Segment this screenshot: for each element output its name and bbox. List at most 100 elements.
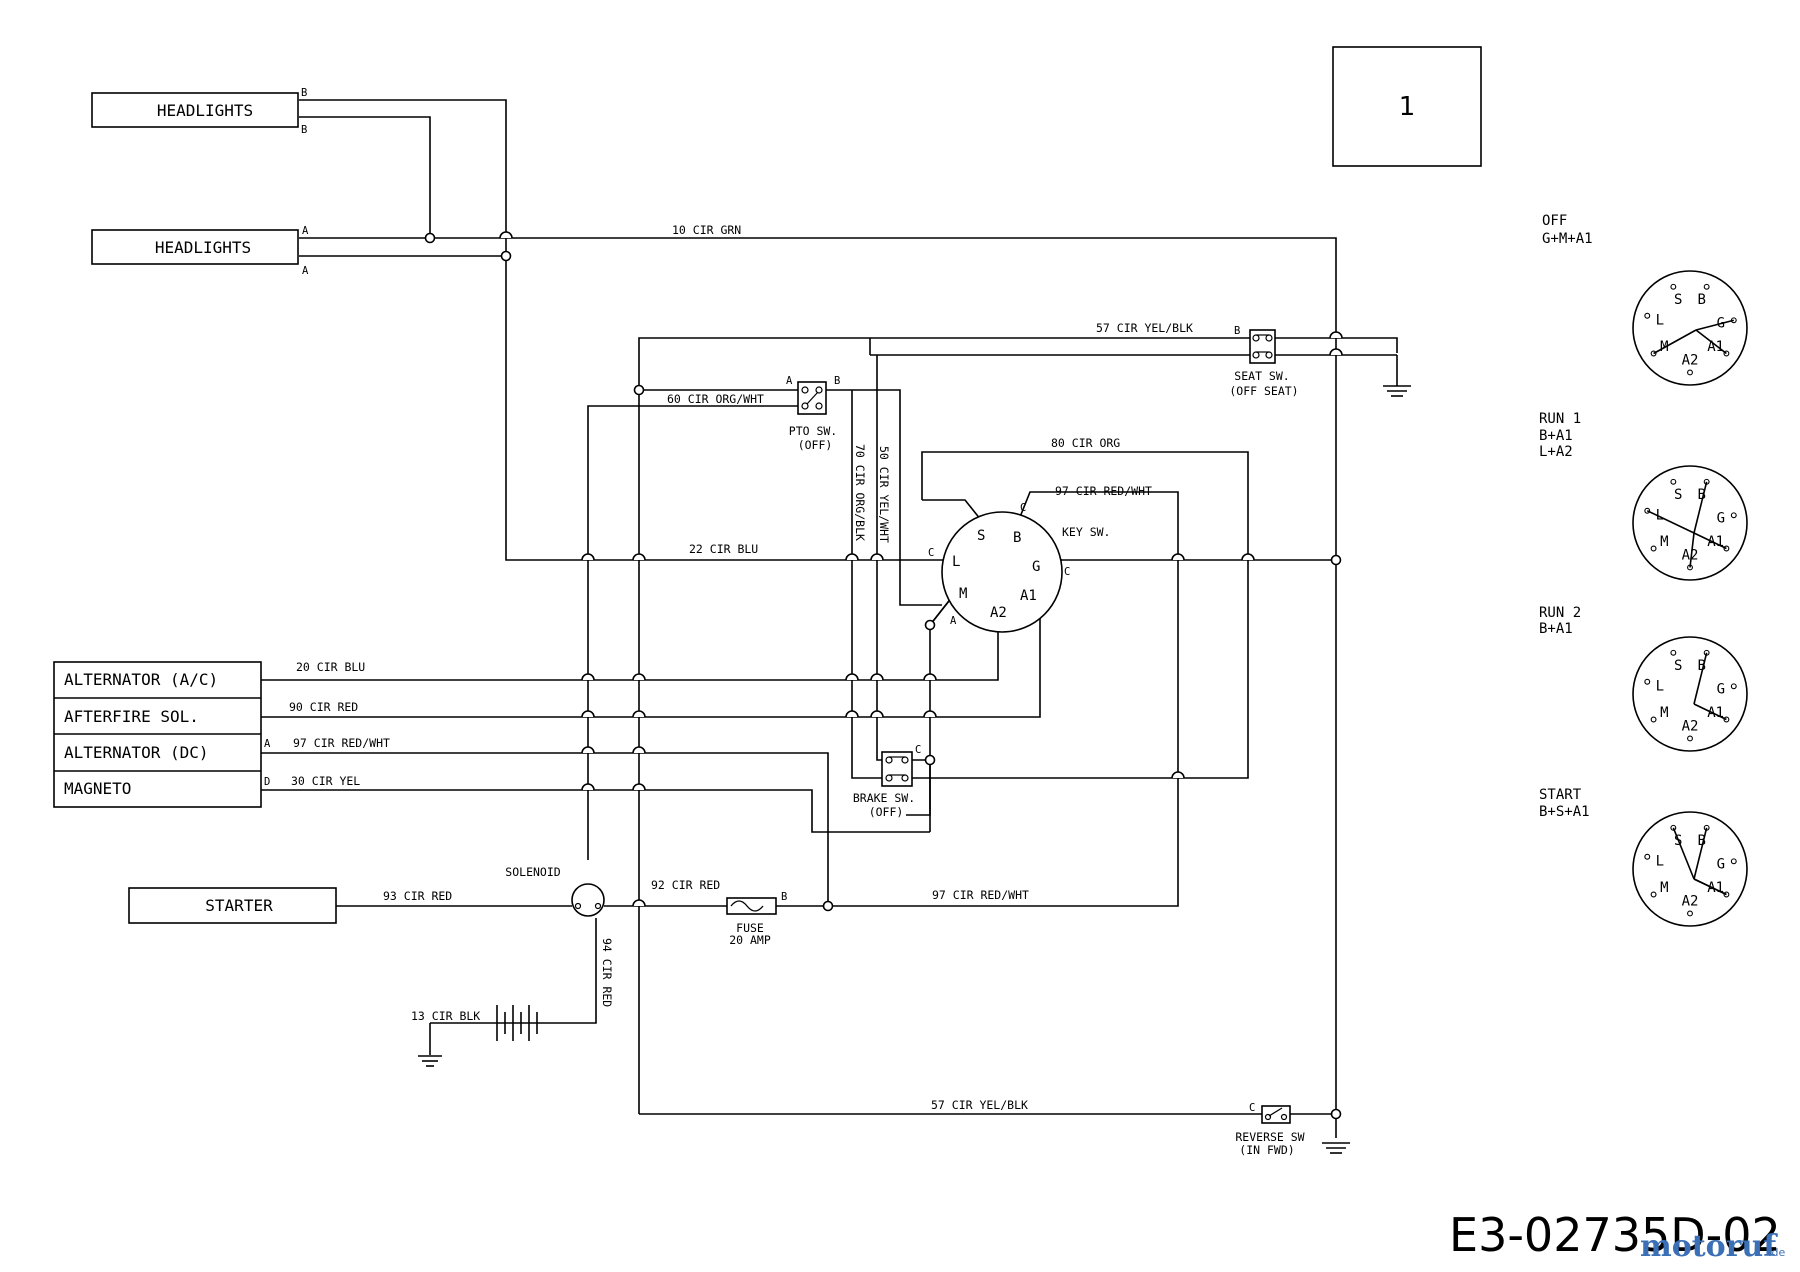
- pin-c: C: [915, 744, 921, 756]
- dial-terminal-dot: [1644, 312, 1651, 319]
- dial-terminal-label: L: [1656, 853, 1664, 869]
- dial-terminal-label: M: [1660, 534, 1668, 550]
- dial-terminal-label: B: [1698, 487, 1706, 503]
- dial-contact-line: [1653, 329, 1697, 355]
- wire-label-60: 60 CIR ORG/WHT: [667, 392, 764, 406]
- wire-label-20: 20 CIR BLU: [296, 660, 365, 674]
- dial-terminal-label: B: [1698, 658, 1706, 674]
- dial-terminal-dot: [1670, 649, 1677, 656]
- dial-terminal-label: S: [1674, 658, 1682, 674]
- dial-terminal-dot: [1687, 735, 1693, 742]
- wire-label-92: 92 CIR RED: [651, 878, 720, 892]
- key-terminal-l: L: [952, 554, 960, 570]
- dial-terminal-dot: [1650, 891, 1657, 898]
- dial-terminal-label: L: [1656, 507, 1664, 523]
- brake-switch: BRAKE SW. (OFF): [853, 751, 915, 819]
- seat-switch-state: (OFF SEAT): [1229, 384, 1298, 398]
- dial-terminal-label: A1: [1707, 705, 1724, 721]
- pin-a: A: [302, 265, 309, 277]
- key-terminal-b: B: [1013, 530, 1021, 546]
- dial-ring: [1632, 636, 1748, 752]
- alternator-ac-label: ALTERNATOR (A/C): [64, 670, 218, 689]
- wire-label-57-top: 57 CIR YEL/BLK: [1096, 321, 1193, 335]
- key-switch-label: KEY SW.: [1062, 525, 1110, 539]
- dial-terminal-dot: [1687, 910, 1693, 917]
- pin-b: B: [301, 87, 307, 99]
- fuse-label: FUSE: [736, 921, 764, 935]
- alternator-dc-label: ALTERNATOR (DC): [64, 743, 209, 762]
- wire-labels: 10 CIR GRN 57 CIR YEL/BLK 60 CIR ORG/WHT…: [289, 223, 1193, 1112]
- reverse-switch: REVERSE SW (IN FWD): [1235, 1105, 1305, 1157]
- pin-d: D: [264, 776, 270, 788]
- wire-label-94: 94 CIR RED: [600, 938, 614, 1007]
- position-combo2-run1: L+A2: [1539, 444, 1573, 460]
- pin-c: C: [1249, 1102, 1255, 1114]
- solenoid-label: SOLENOID: [505, 865, 560, 879]
- key-terminal-a2: A2: [990, 605, 1007, 621]
- junction-dot: [924, 619, 936, 631]
- fuse: FUSE 20 AMP: [726, 897, 777, 947]
- dial-terminal-dot: [1650, 545, 1657, 552]
- position-name-start: START: [1539, 787, 1582, 803]
- pin-c: C: [1020, 502, 1026, 514]
- wire-label-10: 10 CIR GRN: [672, 223, 741, 237]
- dial-terminal-label: G: [1717, 511, 1725, 527]
- wire-crossings: [499, 231, 1343, 907]
- dial-terminal-label: M: [1660, 880, 1668, 896]
- dial-terminal-label: S: [1674, 487, 1682, 503]
- pin-a: A: [950, 615, 957, 627]
- junction-dot: [924, 754, 936, 766]
- junction-dot: [822, 900, 834, 912]
- watermark: motoruf .de: [1640, 1229, 1785, 1264]
- wire-label-50: 50 CIR YEL/WHT: [877, 446, 891, 543]
- headlights-label-top: HEADLIGHTS: [157, 101, 253, 120]
- pto-switch-label: PTO SW.: [789, 424, 837, 438]
- dial-terminal-label: A1: [1707, 534, 1724, 550]
- starter-label: STARTER: [205, 896, 273, 915]
- diagram-code: E3-02735D-02: [1449, 1208, 1781, 1262]
- position-combo-run1: B+A1: [1539, 428, 1573, 444]
- wire-label-30: 30 CIR YEL: [291, 774, 360, 788]
- wires: [261, 99, 1398, 1138]
- dial-terminal-label: A2: [1682, 352, 1699, 368]
- dial-terminal-label: L: [1656, 678, 1664, 694]
- dial-terminal-dot: [1687, 369, 1693, 376]
- headlights-label-bottom: HEADLIGHTS: [155, 238, 251, 257]
- solenoid: SOLENOID: [505, 865, 605, 917]
- pin-a: A: [786, 375, 793, 387]
- headlights-box-bottom: HEADLIGHTS: [91, 229, 299, 265]
- dial-terminal-label: G: [1717, 857, 1725, 873]
- wire-label-57-bot: 57 CIR YEL/BLK: [931, 1098, 1028, 1112]
- key-terminal-s: S: [977, 528, 985, 544]
- wire-label-97-mid: 97 CIR RED/WHT: [293, 736, 390, 750]
- pin-a: A: [264, 738, 271, 750]
- key-terminal-a1: A1: [1020, 588, 1037, 604]
- dial-terminal-dot: [1644, 678, 1651, 685]
- dial-terminal-dot: [1644, 853, 1651, 860]
- dial-terminal-label: S: [1674, 292, 1682, 308]
- dial-terminal-dot: [1730, 858, 1737, 865]
- junction-dot: [633, 384, 645, 396]
- brake-switch-state: (OFF): [869, 805, 904, 819]
- junction-dots: [424, 232, 1342, 1120]
- dial-terminal-label: B: [1698, 292, 1706, 308]
- dial-terminal-label: A1: [1707, 880, 1724, 896]
- dial-terminal-label: L: [1656, 312, 1664, 328]
- junction-dot: [424, 232, 436, 244]
- wire-label-97-top: 97 CIR RED/WHT: [1055, 484, 1152, 498]
- seat-switch: SEAT SW. (OFF SEAT): [1229, 329, 1299, 398]
- key-terminal-g: G: [1032, 559, 1040, 575]
- pin-b: B: [301, 124, 307, 136]
- pto-switch: PTO SW. (OFF): [789, 381, 837, 452]
- dial-terminal-dot: [1650, 716, 1657, 723]
- headlights-box-top: HEADLIGHTS: [91, 92, 299, 128]
- dial-terminal-dot: [1730, 512, 1737, 519]
- wire-label-22: 22 CIR BLU: [689, 542, 758, 556]
- seat-switch-label: SEAT SW.: [1234, 369, 1289, 383]
- ground-symbol-reverse: [1322, 1142, 1350, 1154]
- position-name-run1: RUN 1: [1539, 411, 1581, 427]
- dial-contact-line: [1693, 481, 1708, 534]
